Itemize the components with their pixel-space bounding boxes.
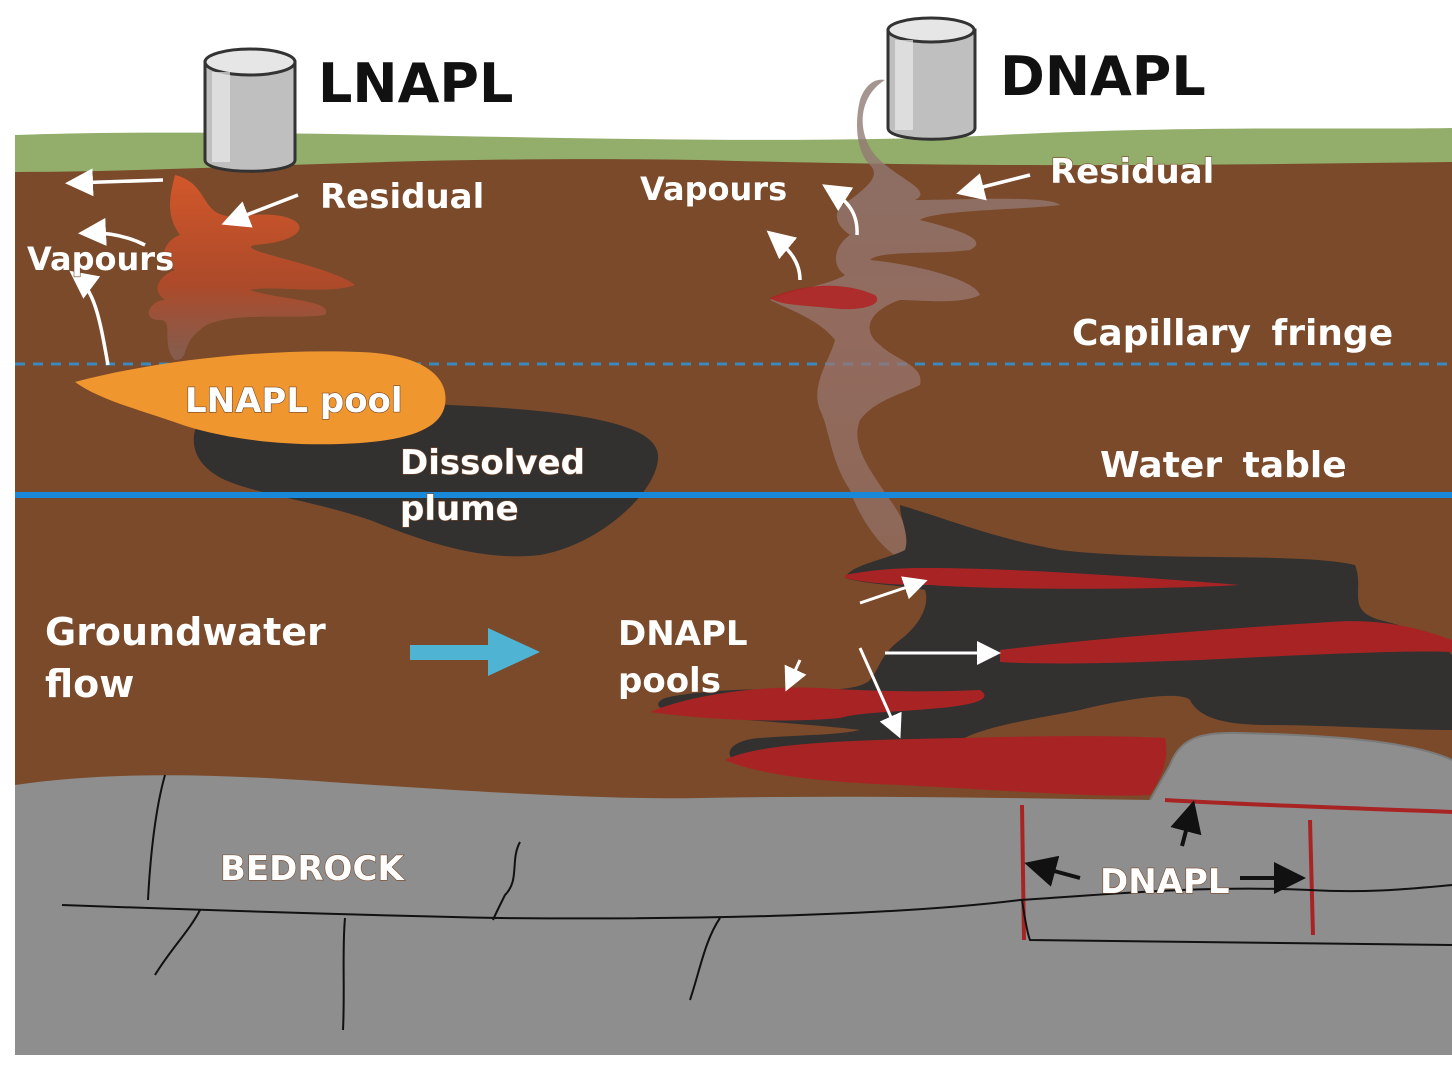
dissolved-plume-label-2: plume bbox=[400, 489, 519, 529]
bedrock-label: BEDROCK bbox=[220, 849, 405, 889]
vapours-label-left: Vapours bbox=[27, 240, 174, 278]
bedrock-dnapl-vertical-right bbox=[1308, 819, 1315, 936]
dnapl-residual-red bbox=[770, 285, 878, 310]
dnapl-pool-4 bbox=[725, 736, 1167, 796]
bedrock-dnapl-arrows bbox=[1024, 800, 1306, 894]
dnapl-bedrock-label: DNAPL bbox=[1100, 862, 1230, 902]
bedrock-dnapl-vertical-left bbox=[1020, 804, 1026, 941]
lnapl-container-icon bbox=[203, 47, 297, 173]
dnapl-container-icon bbox=[886, 16, 977, 141]
residual-arrow-dnapl bbox=[956, 173, 1031, 201]
vapour-arrows-dnapl bbox=[766, 184, 859, 281]
lnapl-pool-label: LNAPL pool bbox=[185, 381, 403, 421]
vapours-label-right: Vapours bbox=[640, 170, 787, 208]
dnapl-residual-zone bbox=[770, 79, 1060, 560]
vapour-arrows-lnapl bbox=[65, 168, 164, 366]
lnapl-title: LNAPL bbox=[318, 52, 513, 115]
groundwater-flow-label-2: flow bbox=[45, 662, 134, 706]
dnapl-pools-label-2: pools bbox=[618, 661, 721, 701]
dnapl-pools-label-1: DNAPL bbox=[618, 614, 748, 654]
capillary-fringe-label: Capillary fringe bbox=[1072, 313, 1393, 354]
bedrock-fractures bbox=[61, 774, 1452, 1031]
bedrock-layer bbox=[15, 732, 1452, 1055]
bedrock-step bbox=[1149, 731, 1452, 801]
dnapl-title: DNAPL bbox=[1000, 45, 1206, 108]
dissolved-plume-label-1: Dissolved bbox=[400, 443, 585, 483]
groundwater-flow-arrow bbox=[410, 628, 540, 676]
dnapl-pool-1 bbox=[845, 568, 1240, 589]
residual-arrow-lnapl bbox=[221, 193, 299, 228]
groundwater-flow-label-1: Groundwater bbox=[45, 610, 326, 654]
lnapl-residual-zone bbox=[148, 175, 355, 360]
lnapl-pool bbox=[75, 351, 446, 445]
dnapl-pool-3 bbox=[650, 687, 985, 721]
water-table-label: Water table bbox=[1100, 445, 1347, 486]
residual-label-right: Residual bbox=[1050, 152, 1214, 192]
residual-label-left: Residual bbox=[320, 177, 484, 217]
dnapl-pool-2 bbox=[1000, 621, 1452, 664]
ground-surface bbox=[15, 128, 1452, 172]
dnapl-pool-arrows bbox=[784, 576, 1001, 739]
